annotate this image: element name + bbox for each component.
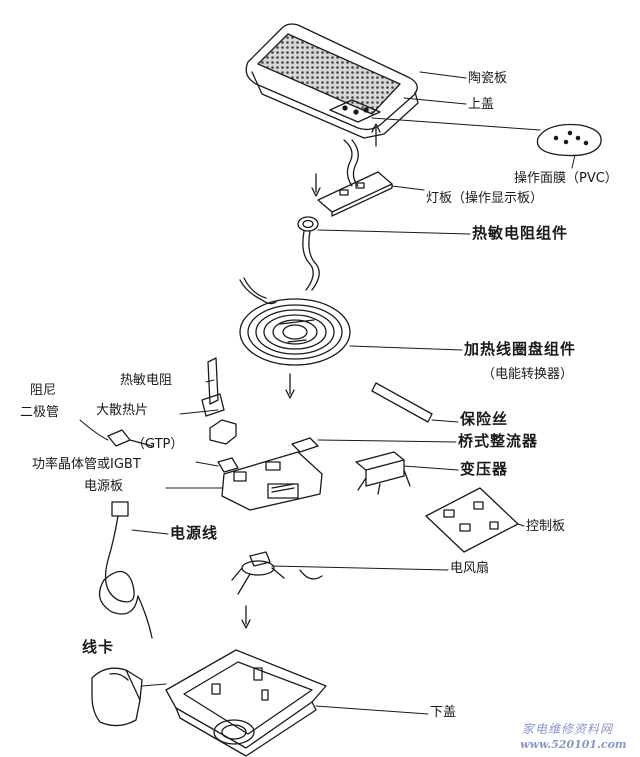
igbt-drawing — [217, 457, 239, 473]
cord-clip-drawing — [91, 667, 143, 727]
watermark-site-name: 家电维修资料网 — [522, 722, 614, 736]
label-thermistor: 热敏电阻 — [120, 373, 173, 388]
label-fuse: 保险丝 — [460, 410, 509, 428]
assembly-arrows — [241, 123, 381, 629]
thermistor-assembly-drawing — [297, 216, 320, 291]
label-ceramic-plate: 陶瓷板 — [468, 71, 508, 86]
label-heat-sink: 大散热片 — [96, 403, 149, 418]
label-heating-coil-assembly: 加热线圈盘组件 — [464, 340, 577, 358]
lamp-board-drawing — [317, 139, 393, 217]
label-power-transistor: 功率晶体管或IGBT — [32, 457, 141, 472]
bottom-cover-drawing — [165, 649, 327, 757]
control-board-drawing — [425, 487, 519, 553]
label-lamp-board: 灯板（操作显示板） — [426, 191, 544, 206]
heat-sink-drawing — [209, 419, 237, 445]
damping-diode-drawing — [107, 429, 153, 447]
top-cover-drawing — [245, 23, 419, 139]
heating-coil-drawing — [239, 277, 351, 366]
control-film-drawing — [536, 123, 602, 157]
label-cord-clip: 线卡 — [82, 638, 115, 656]
label-control-board: 控制板 — [526, 519, 566, 534]
label-gtp: （GTP） — [132, 437, 184, 452]
label-control-film: 操作面膜（PVC） — [514, 171, 618, 186]
label-damping-diode-line2: 二极管 — [20, 405, 60, 420]
label-power-cord: 电源线 — [170, 524, 219, 542]
label-bottom-cover: 下盖 — [430, 705, 457, 720]
leader-lines — [79, 71, 576, 715]
transformer-drawing — [355, 451, 411, 495]
fuse-drawing — [371, 382, 433, 423]
fan-drawing — [231, 551, 323, 595]
label-top-cover: 上盖 — [468, 97, 495, 112]
label-damping-diode-line1: 阻尼 — [30, 383, 57, 398]
label-power-board: 电源板 — [84, 479, 124, 494]
power-cord-drawing — [98, 501, 153, 639]
watermark-url: www.520101.com — [520, 738, 627, 751]
label-transformer: 变压器 — [460, 460, 509, 478]
label-fan: 电风扇 — [450, 561, 490, 576]
label-bridge-rectifier: 桥式整流器 — [458, 432, 539, 450]
bridge-rectifier-drawing — [291, 437, 319, 453]
power-board-drawing — [221, 451, 323, 511]
thermistor-drawing — [201, 357, 225, 417]
label-thermistor-assembly: 热敏电阻组件 — [472, 224, 569, 242]
label-energy-converter: （电能转换器） — [482, 367, 574, 382]
